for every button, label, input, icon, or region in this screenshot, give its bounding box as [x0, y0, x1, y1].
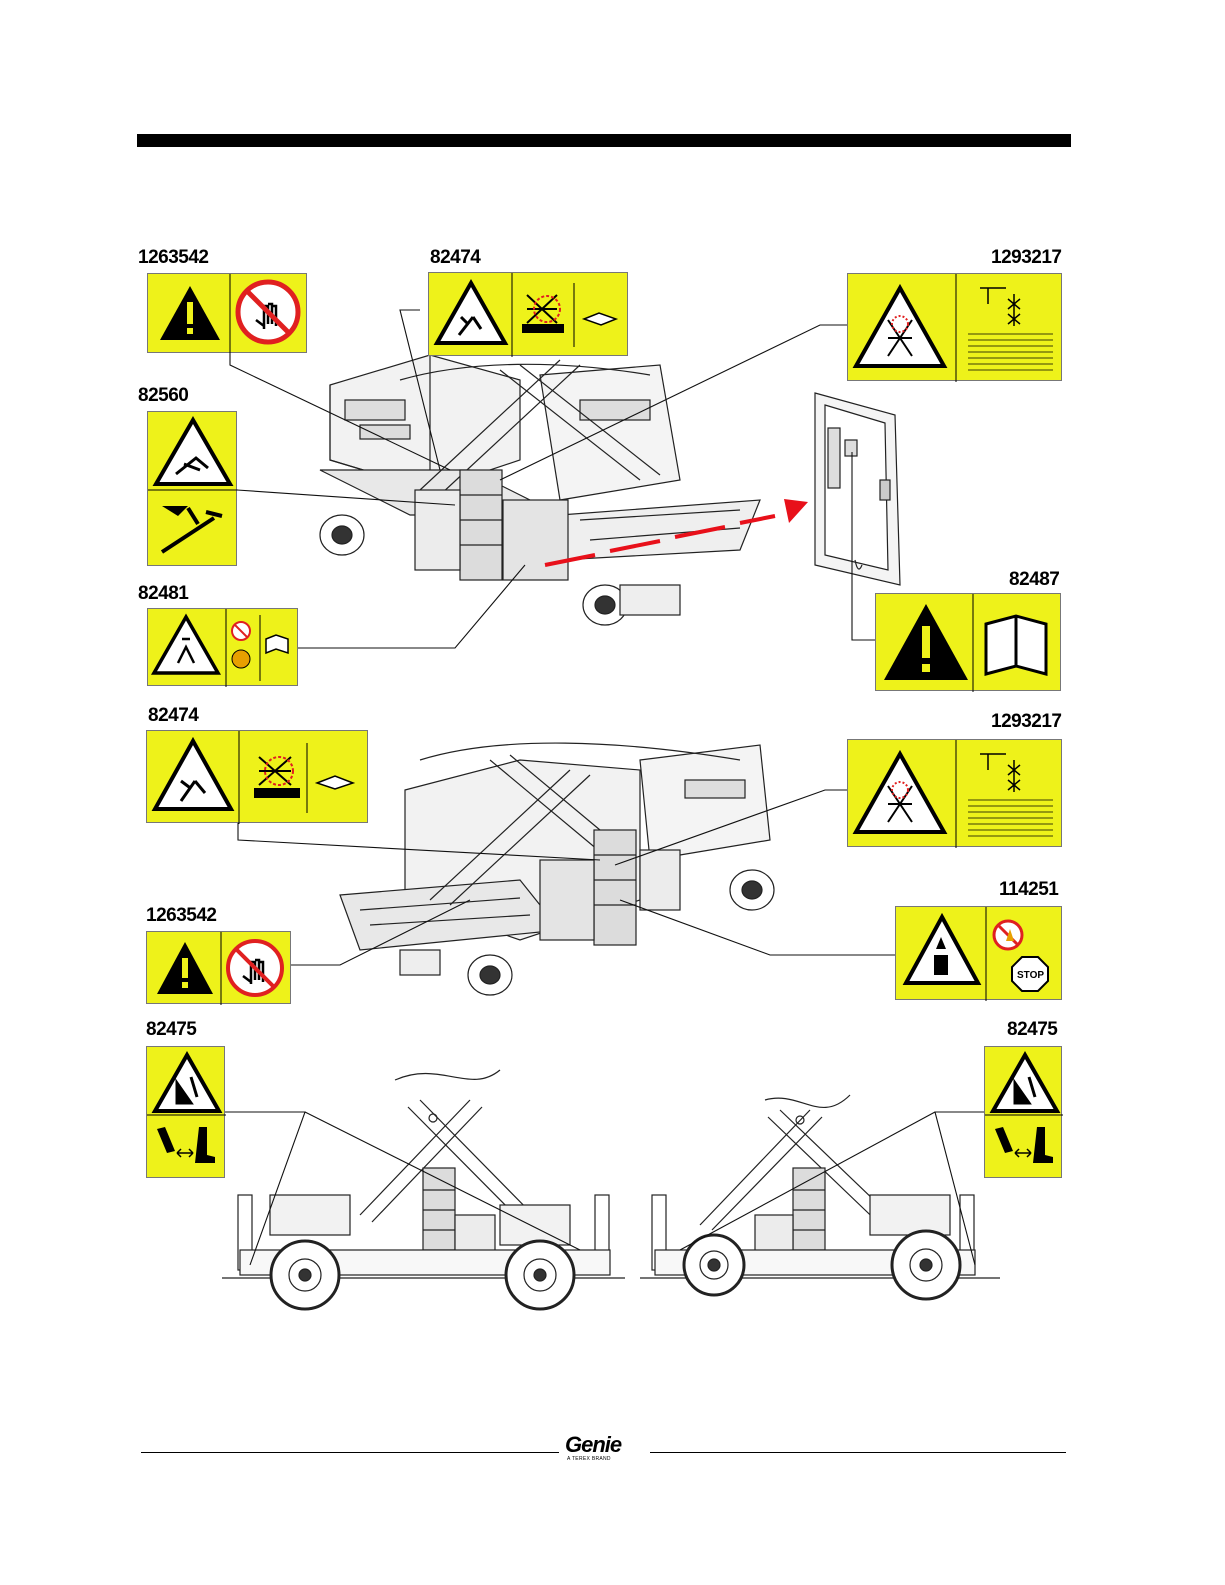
svg-text:STOP: STOP — [1017, 970, 1044, 981]
decal-82487 — [875, 593, 1061, 691]
manual-book-icon — [266, 635, 288, 653]
logo-tagline: A TEREX BRAND — [567, 1456, 611, 1462]
logo-wordmark: Genie — [565, 1432, 621, 1458]
decal-1263542 — [147, 273, 307, 353]
decal-82481 — [147, 608, 298, 686]
decal-part-number: 82481 — [138, 584, 188, 604]
decal-1293217 — [847, 273, 1062, 381]
stop-hand-icon — [148, 274, 308, 354]
decal-114251: STOP — [895, 906, 1062, 1000]
decal-part-number: 82474 — [148, 706, 198, 726]
decal-82560 — [147, 411, 237, 566]
decal-part-number: 114251 — [999, 880, 1058, 900]
decal-part-number: 82475 — [1007, 1020, 1057, 1040]
decal-82475 — [146, 1046, 225, 1178]
decal-1293217 — [847, 739, 1062, 847]
no-fire-icon — [994, 921, 1022, 949]
decal-1263542 — [146, 931, 291, 1004]
manual-book-icon — [584, 313, 616, 325]
decal-82475 — [984, 1046, 1062, 1178]
decal-part-number: 1293217 — [991, 712, 1061, 732]
decal-82474 — [428, 272, 628, 356]
decal-part-number: 82487 — [1009, 570, 1059, 590]
footer-rule-right — [650, 1452, 1066, 1453]
machine-drawing-side-left — [222, 1070, 625, 1309]
decal-part-number: 82560 — [138, 386, 188, 406]
decal-82474 — [146, 730, 368, 823]
machine-drawing-top — [320, 355, 760, 625]
genie-logo: Genie A TEREX BRAND — [565, 1432, 645, 1462]
footer-rule-left — [141, 1452, 559, 1453]
decal-part-number: 1263542 — [146, 906, 216, 926]
decal-part-number: 82475 — [146, 1020, 196, 1040]
decal-part-number: 82474 — [430, 248, 480, 268]
crush-hazard-icon — [523, 295, 563, 332]
decal-part-number: 1293217 — [991, 248, 1061, 268]
machine-drawing-side-right — [640, 1095, 1000, 1299]
ground-control-panel-drawing — [815, 393, 900, 585]
manual-book-icon — [986, 616, 1046, 674]
machine-drawing-middle — [340, 743, 774, 995]
stop-sign-icon: STOP — [1012, 957, 1048, 991]
decal-part-number: 1263542 — [138, 248, 208, 268]
